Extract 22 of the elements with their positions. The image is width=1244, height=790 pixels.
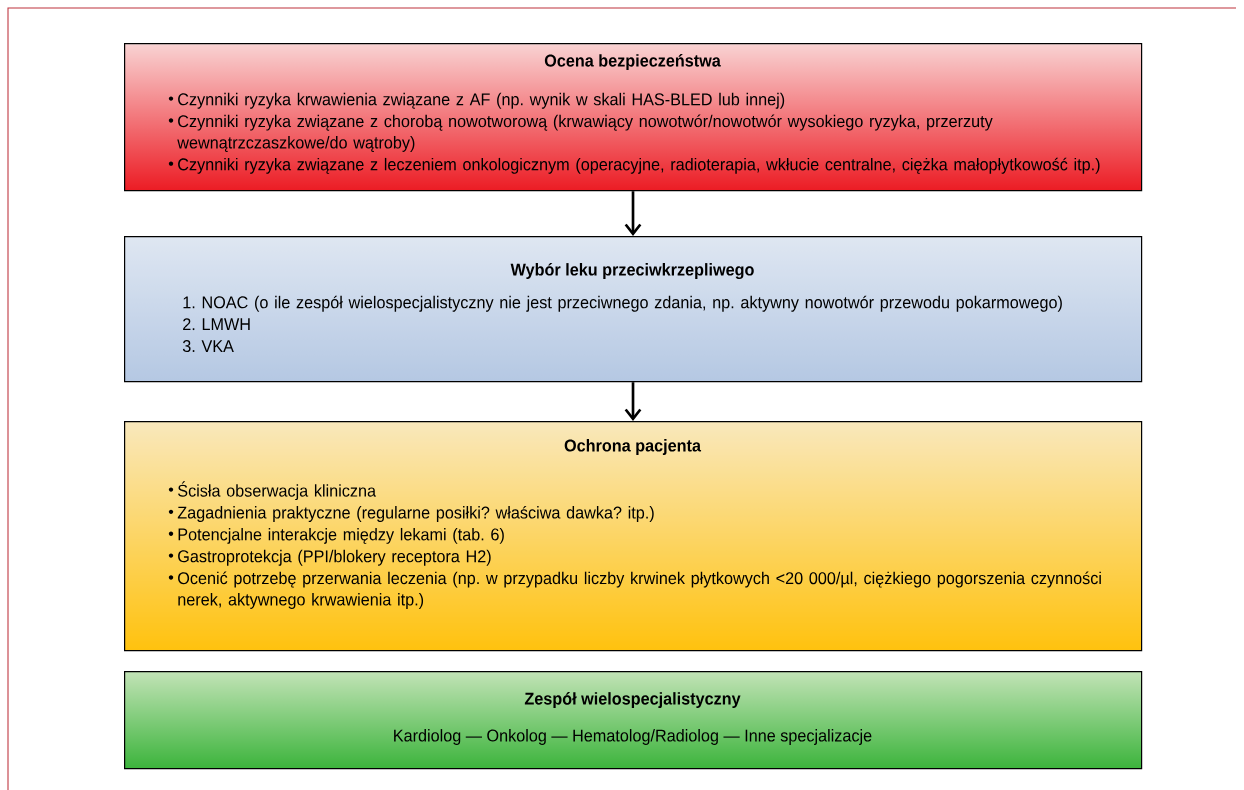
box-text: Kardiolog — Onkolog — Hematolog/Radiolog — Inne specjalizacje [394, 729, 872, 745]
box-heading: Zespół wielospecjalistyczny [524, 692, 741, 709]
list-item: 1. NOAC (o ile zespół wielospecjalistyczny nie jest przeciwnego zdania, np. aktywny nowotwór przewodu pokarmowego) [183, 295, 1062, 312]
bullet-item: Ścisła obserwacja kliniczna [168, 481, 377, 501]
bullet-item: Ocenić potrzebę przerwania leczenia (np. w przypadku liczby krwinek płytkowych <20 000/µl, ciężkiego pogorszenia czynności nerek, aktywnego krwawienia itp.) [168, 571, 1101, 609]
bullet-item: Czynniki ryzyka krwawienia związane z AF (np. wynik w skali HAS-BLED lub innej) [168, 92, 785, 109]
box-heading: Wybór leku przeciwkrzepliwego [510, 262, 754, 280]
box-heading: Ochrona pacjenta [564, 439, 702, 455]
bullet-item: Potencjalne interakcje między lekami (tab. 6) [168, 527, 504, 544]
bullet-item: Gastroprotekcja (PPI/blokery receptora H2) [168, 549, 491, 566]
bullet-item: Czynniki ryzyka związane z chorobą nowotworową (krwawiący nowotwór/nowotwór wysokiego ryzyka, przerzuty wewnątrzczaszkowe/do wątroby) [168, 114, 993, 152]
bullet-item: Czynniki ryzyka związane z leczeniem onkologicznym (operacyjne, radioterapia, wkłucie centralne, ciężka małopłytkowość itp.) [168, 157, 1100, 174]
process-box [124, 671, 1143, 770]
box-heading: Ocena bezpieczeństwa [544, 54, 721, 71]
list-item: 3. VKA [182, 340, 234, 353]
arrow [624, 382, 642, 421]
process-box [124, 43, 1143, 192]
list-item: 2. LMWH [183, 318, 250, 331]
arrow [624, 191, 642, 236]
process-box [124, 421, 1143, 652]
process-box [124, 236, 1143, 383]
bullet-item: Zagadnienia praktyczne (regularne posiłki? właściwa dawka? itp.) [168, 505, 654, 522]
